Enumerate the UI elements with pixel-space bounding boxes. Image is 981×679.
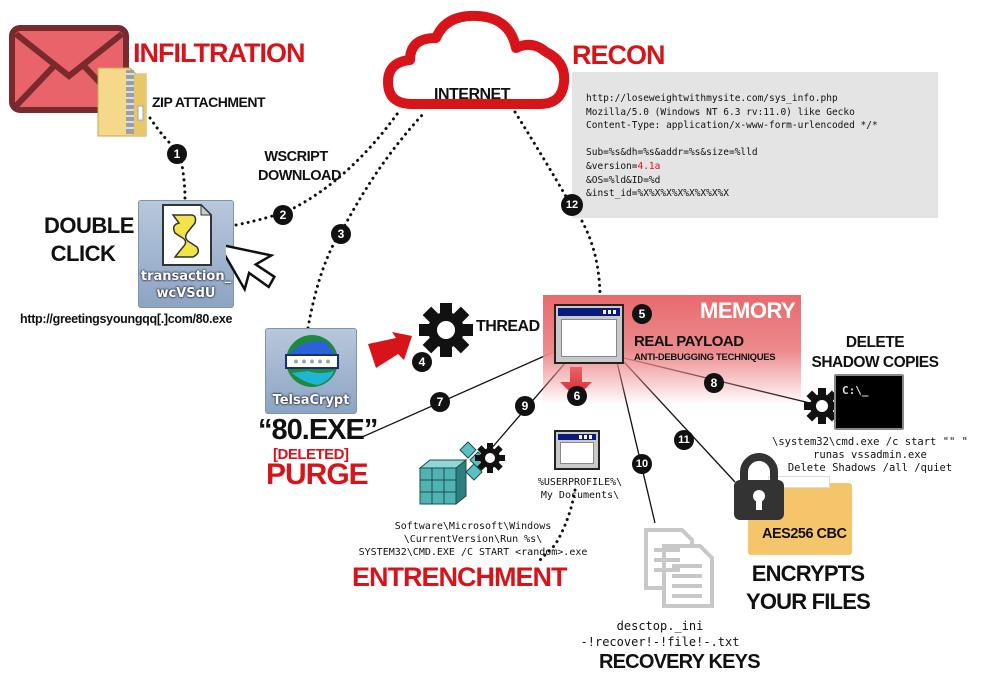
recon-params-line1: Sub=%s&dh=%s&addr=%s&size=%lld (586, 147, 758, 159)
label-double-click: DOUBLE CLICK (44, 212, 134, 268)
recon-request-box: http://loseweightwithmysite.com/sys_info… (572, 72, 938, 218)
recovery-file-name-1: desctop._ini (616, 619, 704, 633)
registry-run-key: Software\Microsoft\Windows \CurrentVersi… (340, 520, 606, 559)
recon-request-text: http://loseweightwithmysite.com/sys_info… (586, 92, 878, 201)
registry-run-key-line1: Software\Microsoft\Windows (394, 521, 552, 532)
payload-window-icon (554, 304, 624, 364)
recovery-documents-icon (644, 528, 714, 608)
label-encrypts-files: ENCRYPTS YOUR FILES (746, 560, 871, 616)
zip-folder-icon (97, 67, 147, 137)
dotted-path-2 (234, 108, 402, 227)
padlock-icon (734, 453, 784, 520)
label-thread: THREAD (476, 318, 540, 335)
recon-params-line3: &OS=%ld&ID=%d (586, 174, 661, 186)
label-double-click-line2: CLICK (50, 241, 116, 266)
cmd-terminal-icon: C:\_ (834, 374, 904, 430)
label-wscript-line2: DOWNLOAD (258, 168, 342, 184)
shadow-command-line3: Delete Shadows /all /quiet (787, 462, 953, 474)
step-badge-9: 9 (515, 396, 535, 416)
userprofile-path-line1: %USERPROFILE%\ (537, 477, 623, 488)
shadow-command-line1: \system32\cmd.exe /c start "" " (772, 436, 968, 448)
label-zip-attachment: ZIP ATTACHMENT (152, 94, 266, 110)
script-file-name-line2: wcVSdU (156, 286, 216, 301)
label-delete-shadow-line1: DELETE (845, 334, 905, 351)
userprofile-path: %USERPROFILE%\ My Documents\ (530, 476, 630, 502)
recon-content-type: Content-Type: application/x-www-form-url… (586, 120, 878, 132)
recon-params-line4: &inst_id=%X%X%X%X%X%X%X%X (586, 188, 729, 200)
telsacrypt-icon-tile[interactable]: TelsaCrypt (265, 328, 357, 414)
recon-url: http://loseweightwithmysite.com/sys_info… (586, 93, 838, 104)
label-encrypts-line1: ENCRYPTS (751, 561, 865, 586)
registry-editor-icon (418, 441, 505, 506)
thread-gear-icon (419, 303, 473, 357)
registry-run-key-line2: \CurrentVersion\Run %s\ (403, 534, 543, 545)
shadow-command: \system32\cmd.exe /c start "" " runas vs… (760, 436, 980, 475)
label-internet: INTERNET (434, 86, 511, 103)
script-file-icon (162, 203, 213, 266)
stage-title-infiltration: INFILTRATION (133, 38, 305, 68)
step-badge-6: 6 (567, 386, 587, 406)
stage-title-purge: PURGE (266, 458, 369, 491)
label-wscript-line1: WSCRIPT (264, 149, 328, 165)
label-anti-debugging: ANTI-DEBUGGING TECHNIQUES (634, 352, 776, 363)
stage-title-entrenchment: ENTRENCHMENT (352, 562, 567, 592)
download-url: http://greetingsyoungqq[.]com/80.exe (20, 312, 233, 326)
step-badge-7: 7 (430, 392, 450, 412)
step-badge-4: 4 (412, 352, 432, 372)
line-7 (359, 349, 559, 439)
telsacrypt-label: TelsaCrypt (272, 393, 350, 408)
step-badge-12: 12 (561, 194, 583, 216)
recon-user-agent: Mozilla/5.0 (Windows NT 6.3 rv:11.0) lik… (586, 106, 855, 118)
label-exe-name: “80.EXE” (258, 414, 378, 446)
stage-title-recon: RECON (572, 40, 666, 70)
recon-version-value: 4.1a (637, 160, 661, 172)
userprofile-path-line2: My Documents\ (540, 490, 620, 501)
dotted-path-1 (148, 116, 187, 200)
shadow-command-line2: runas vssadmin.exe (813, 449, 927, 461)
label-recovery-keys: RECOVERY KEYS (599, 651, 761, 673)
step-badge-5: 5 (632, 304, 652, 324)
arrow-thread (368, 332, 412, 368)
script-file-name-line1: transaction_ (140, 269, 232, 284)
step-badge-3: 3 (331, 224, 351, 244)
label-delete-shadow: DELETE SHADOW COPIES (810, 333, 940, 373)
dotted-path-3 (306, 110, 427, 330)
step-badge-8: 8 (704, 373, 724, 393)
label-deleted: [DELETED] (273, 446, 349, 463)
recovery-file-name-2: -!recover!-!file!-.txt (580, 635, 740, 649)
dotted-path-entrench (538, 488, 577, 562)
step-badge-11: 11 (674, 430, 694, 450)
step-badge-2: 2 (273, 205, 293, 225)
recovery-file-names: desctop._ini -!recover!-!file!-.txt (580, 618, 740, 650)
label-double-click-line1: DOUBLE (44, 213, 134, 238)
step-badge-1: 1 (167, 144, 187, 164)
step-badge-10: 10 (632, 454, 652, 474)
label-wscript-download: WSCRIPT DOWNLOAD (258, 148, 342, 186)
stage-title-memory: MEMORY (700, 298, 796, 323)
recon-version-label: &version= (586, 160, 638, 172)
mouse-cursor-icon (226, 242, 277, 293)
copy-window-icon (554, 430, 600, 470)
label-delete-shadow-line2: SHADOW COPIES (811, 354, 939, 371)
script-file-icon-tile[interactable]: transaction_ wcVSdU (138, 200, 234, 308)
globe-icon (285, 335, 339, 387)
label-aes: AES256 CBC (762, 526, 847, 542)
label-encrypts-line2: YOUR FILES (746, 589, 871, 614)
registry-run-key-line3: SYSTEM32\CMD.EXE /C START <random>.exe (358, 547, 588, 558)
label-real-payload: REAL PAYLOAD (634, 333, 744, 350)
internet-cloud-icon (383, 10, 570, 109)
